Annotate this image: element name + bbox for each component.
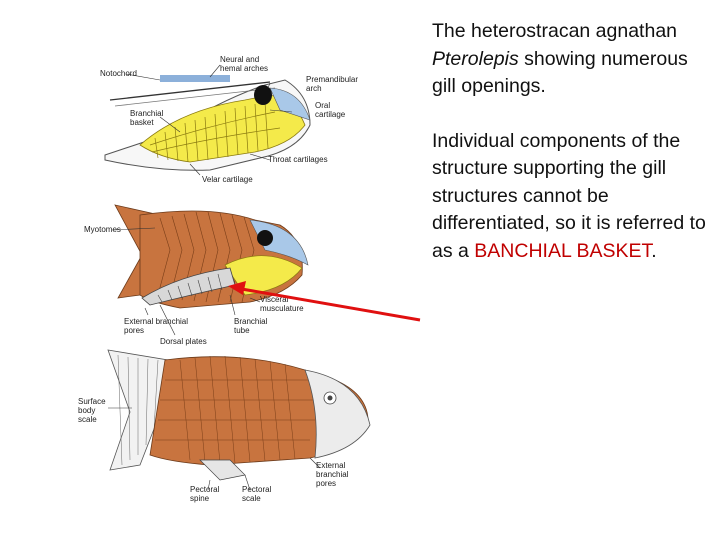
label-ext-pores-mid-2: pores: [124, 326, 144, 335]
label-visceral-2: musculature: [260, 304, 304, 313]
label-surface-2: body: [78, 406, 95, 415]
label-velar: Velar cartilage: [202, 175, 253, 184]
label-ext-pores-bottom: External: [316, 461, 346, 470]
description-panel: The heterostracan agnathan Pterolepis sh…: [432, 18, 714, 265]
label-surface-3: scale: [78, 415, 97, 424]
label-visceral: Visceral: [260, 295, 289, 304]
para1-text-a: The heterostracan agnathan: [432, 20, 678, 42]
label-throat: Throat cartilages: [268, 155, 328, 164]
label-ext-pores-bottom-2: branchial: [316, 470, 349, 479]
label-pectoral-scale-2: scale: [242, 494, 261, 503]
para1-species: Pterolepis: [432, 47, 519, 70]
fish-anatomy-figure: Notochord Neural and hemal arches Preman…: [78, 55, 371, 503]
label-oral-2: cartilage: [315, 110, 346, 119]
label-branchial-tube: Branchial: [234, 317, 268, 326]
bottom-fish-external: [107, 349, 371, 491]
label-premandibular: Premandibular: [306, 75, 358, 84]
label-dorsal-plates: Dorsal plates: [160, 337, 207, 346]
label-notochord: Notochord: [100, 69, 137, 78]
description-paragraph-2: Individual components of the structure s…: [432, 128, 714, 266]
label-surface: Surface: [78, 397, 106, 406]
label-myotomes: Myotomes: [84, 225, 121, 234]
middle-fish-musculature: [111, 204, 309, 336]
label-ext-pores-mid: External branchial: [124, 317, 188, 326]
para2-end: .: [651, 239, 657, 262]
label-pectoral-spine: Pectoral: [190, 485, 220, 494]
label-premandibular-2: arch: [306, 84, 322, 93]
para2-highlight: BANCHIAL BASKET: [474, 239, 652, 262]
label-branchial: Branchial: [130, 109, 164, 118]
description-paragraph-1: The heterostracan agnathan Pterolepis sh…: [432, 18, 714, 101]
top-fish-skeleton: [104, 64, 311, 176]
label-neural-arches-2: hemal arches: [220, 64, 268, 73]
label-neural-arches: Neural and: [220, 55, 259, 64]
para2-text-a: Individual components of the structure s…: [432, 129, 706, 262]
label-branchial-tube-2: tube: [234, 326, 250, 335]
para1-text-b: showing numerous gill openings.: [432, 47, 688, 98]
label-pectoral-scale: Pectoral: [242, 485, 272, 494]
label-oral: Oral: [315, 101, 330, 110]
label-pectoral-spine-2: spine: [190, 494, 210, 503]
label-branchial-2: basket: [130, 118, 154, 127]
label-ext-pores-bottom-3: pores: [316, 479, 336, 488]
